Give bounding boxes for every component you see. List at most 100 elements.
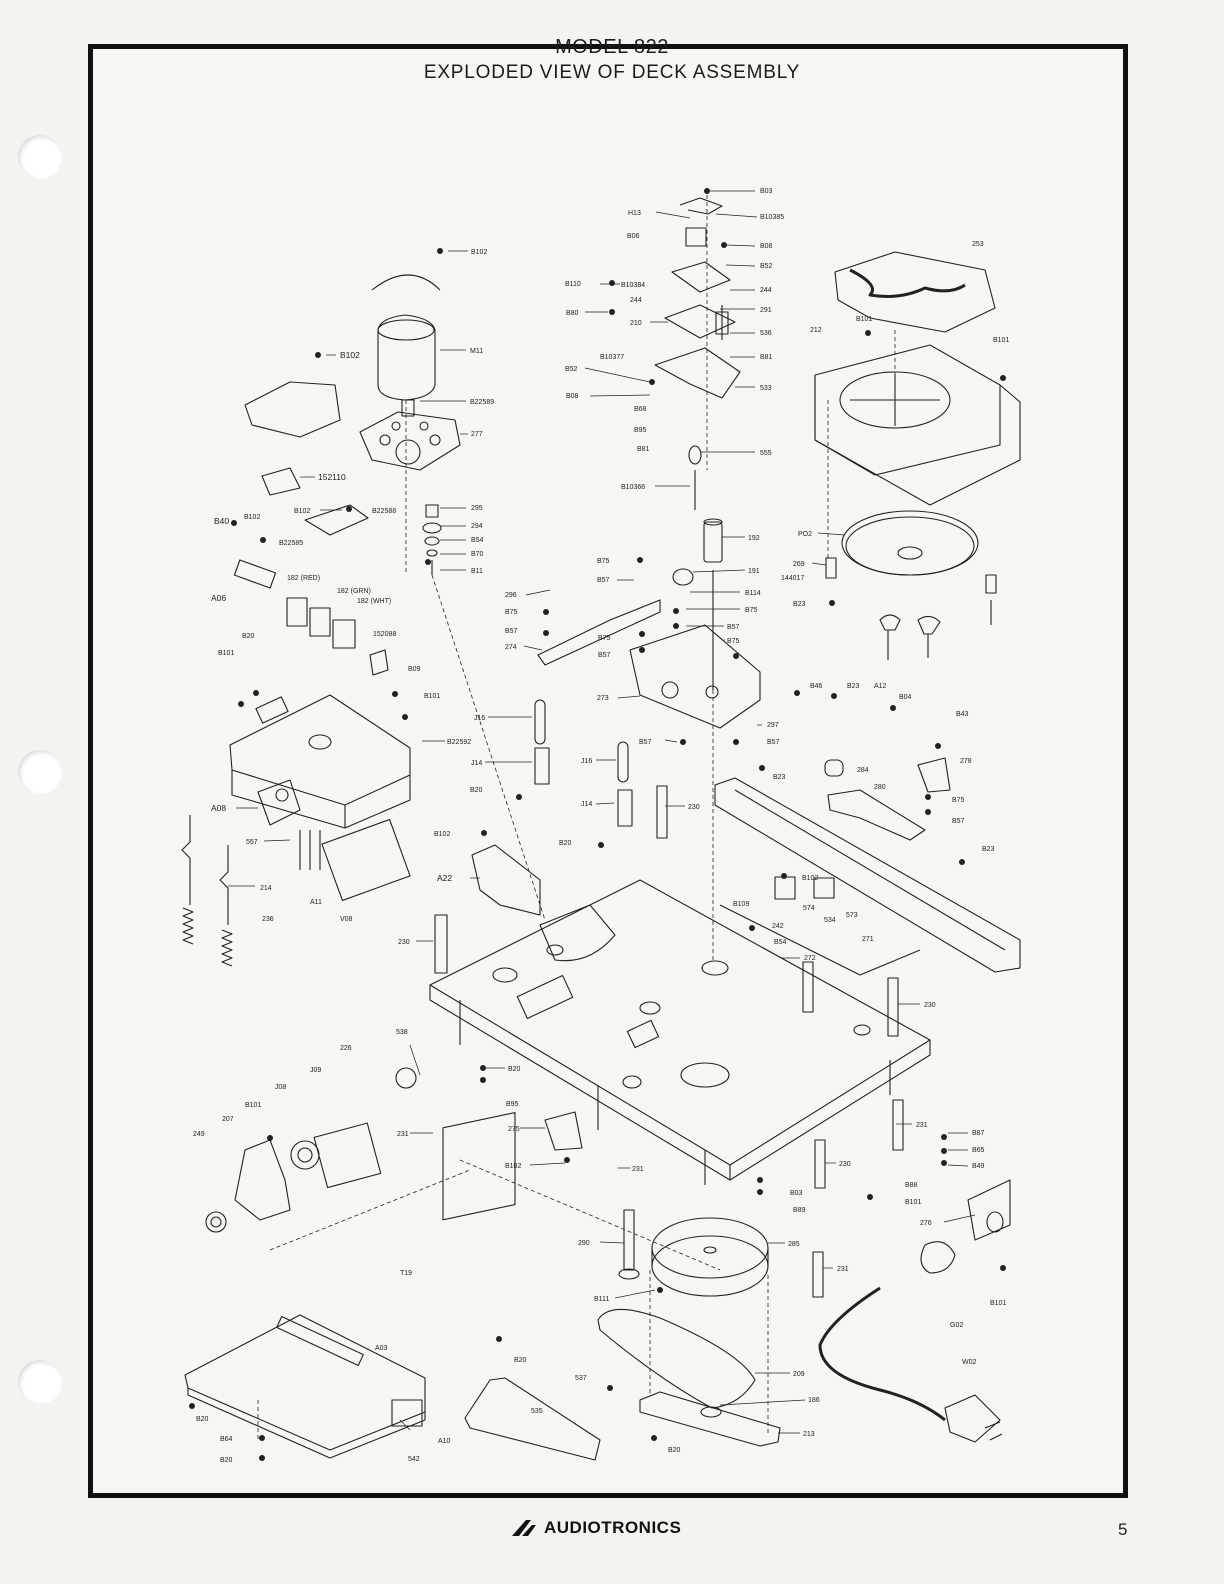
part-label: A06 [211, 593, 226, 603]
part-label: B75 [505, 609, 518, 616]
part-label: 291 [760, 307, 772, 314]
part-label: 271 [862, 936, 874, 943]
part-label: B95 [634, 427, 647, 434]
part-label: H13 [628, 210, 641, 217]
part-label: 272 [804, 955, 816, 962]
part-label: 538 [396, 1029, 408, 1036]
part-label: 192 [748, 535, 760, 542]
part-label: B23 [793, 601, 806, 608]
part-label: B101 [245, 1102, 261, 1109]
part-label: 555 [760, 450, 772, 457]
part-label: 230 [839, 1161, 851, 1168]
part-label: 574 [803, 905, 815, 912]
part-label: B68 [634, 406, 647, 413]
part-label: J16 [474, 715, 485, 722]
part-label: 296 [505, 592, 517, 599]
part-label: 284 [857, 767, 869, 774]
part-label: B22585 [279, 540, 303, 547]
part-label: B70 [471, 551, 484, 558]
part-label: B64 [220, 1436, 233, 1443]
part-label: W02 [962, 1359, 977, 1366]
part-label: B88 [905, 1182, 918, 1189]
part-label: B57 [639, 739, 652, 746]
part-label: B57 [598, 652, 611, 659]
part-label: J16 [581, 758, 592, 765]
part-label: 276 [920, 1220, 932, 1227]
part-label: B111 [594, 1296, 609, 1303]
part-label: B20 [470, 787, 483, 794]
part-label: B10377 [600, 354, 624, 361]
part-label: B03 [760, 188, 773, 195]
part-label: B102 [471, 249, 487, 256]
part-label: 297 [767, 722, 779, 729]
part-label: B54 [774, 939, 787, 946]
part-label: 295 [471, 505, 483, 512]
part-label: B102 [244, 514, 260, 521]
part-label: B81 [760, 354, 773, 361]
part-label: 274 [505, 644, 517, 651]
part-label: V08 [340, 916, 353, 923]
brand-logo: AUDIOTRONICS [510, 1518, 681, 1538]
part-label: 144017 [781, 575, 804, 582]
part-label: 186 [808, 1397, 820, 1404]
part-label: B23 [847, 683, 860, 690]
part-label: 226 [340, 1045, 352, 1052]
part-label: B75 [727, 638, 740, 645]
part-number-labels: B03 H13 B10385 B06 B08 B52 B102 253 B110… [193, 188, 1009, 1464]
part-label: A03 [375, 1345, 388, 1352]
part-label: B10366 [621, 484, 645, 491]
part-label: PO2 [798, 531, 812, 538]
part-label: 242 [772, 923, 784, 930]
part-label: B75 [597, 558, 610, 565]
part-label: B65 [972, 1147, 985, 1154]
part-label: B20 [242, 633, 255, 640]
part-label: B114 [745, 590, 761, 597]
part-label: 269 [793, 561, 805, 568]
part-label: B102 [340, 350, 360, 360]
part-label: B95 [506, 1101, 519, 1108]
part-label: 182 (RED) [287, 575, 320, 582]
part-label: B101 [993, 337, 1009, 344]
part-label: 536 [760, 330, 772, 337]
part-label: 290 [578, 1240, 590, 1247]
part-label: B101 [424, 693, 440, 700]
part-label: 280 [874, 784, 886, 791]
part-label: 191 [748, 568, 760, 575]
part-label: B102 [802, 875, 818, 882]
part-label: B52 [565, 366, 578, 373]
part-label: B49 [972, 1163, 985, 1170]
part-label: T19 [400, 1270, 412, 1277]
part-label: A12 [874, 683, 887, 690]
part-label: B09 [408, 666, 421, 673]
part-label: A08 [211, 803, 226, 813]
part-label: B11 [471, 568, 483, 575]
part-label: 542 [408, 1456, 420, 1463]
part-label: B22592 [447, 739, 471, 746]
part-label: 275 [508, 1126, 520, 1133]
part-label: 277 [471, 431, 483, 438]
part-label: 230 [398, 939, 410, 946]
part-label: B46 [810, 683, 823, 690]
part-label: B75 [952, 797, 965, 804]
part-label: A22 [437, 873, 452, 883]
part-label: B23 [982, 846, 995, 853]
part-label: B101 [990, 1300, 1006, 1307]
part-label: 244 [760, 287, 772, 294]
flywheel-cover-assembly [814, 251, 1021, 660]
part-label: M11 [470, 348, 483, 355]
part-label: 212 [810, 327, 822, 334]
part-label: B08 [760, 243, 773, 250]
part-label: 249 [193, 1131, 205, 1138]
part-label: 231 [916, 1122, 928, 1129]
lower-components [184, 1067, 1011, 1461]
part-label: B102 [294, 508, 310, 515]
part-label: B101 [218, 650, 234, 657]
part-label: B10384 [621, 282, 645, 289]
part-label: 294 [471, 523, 483, 530]
part-label: B109 [733, 901, 749, 908]
part-label: B06 [627, 233, 640, 240]
part-label: 207 [222, 1116, 234, 1123]
part-label: B75 [598, 635, 611, 642]
part-label: G02 [950, 1322, 963, 1329]
